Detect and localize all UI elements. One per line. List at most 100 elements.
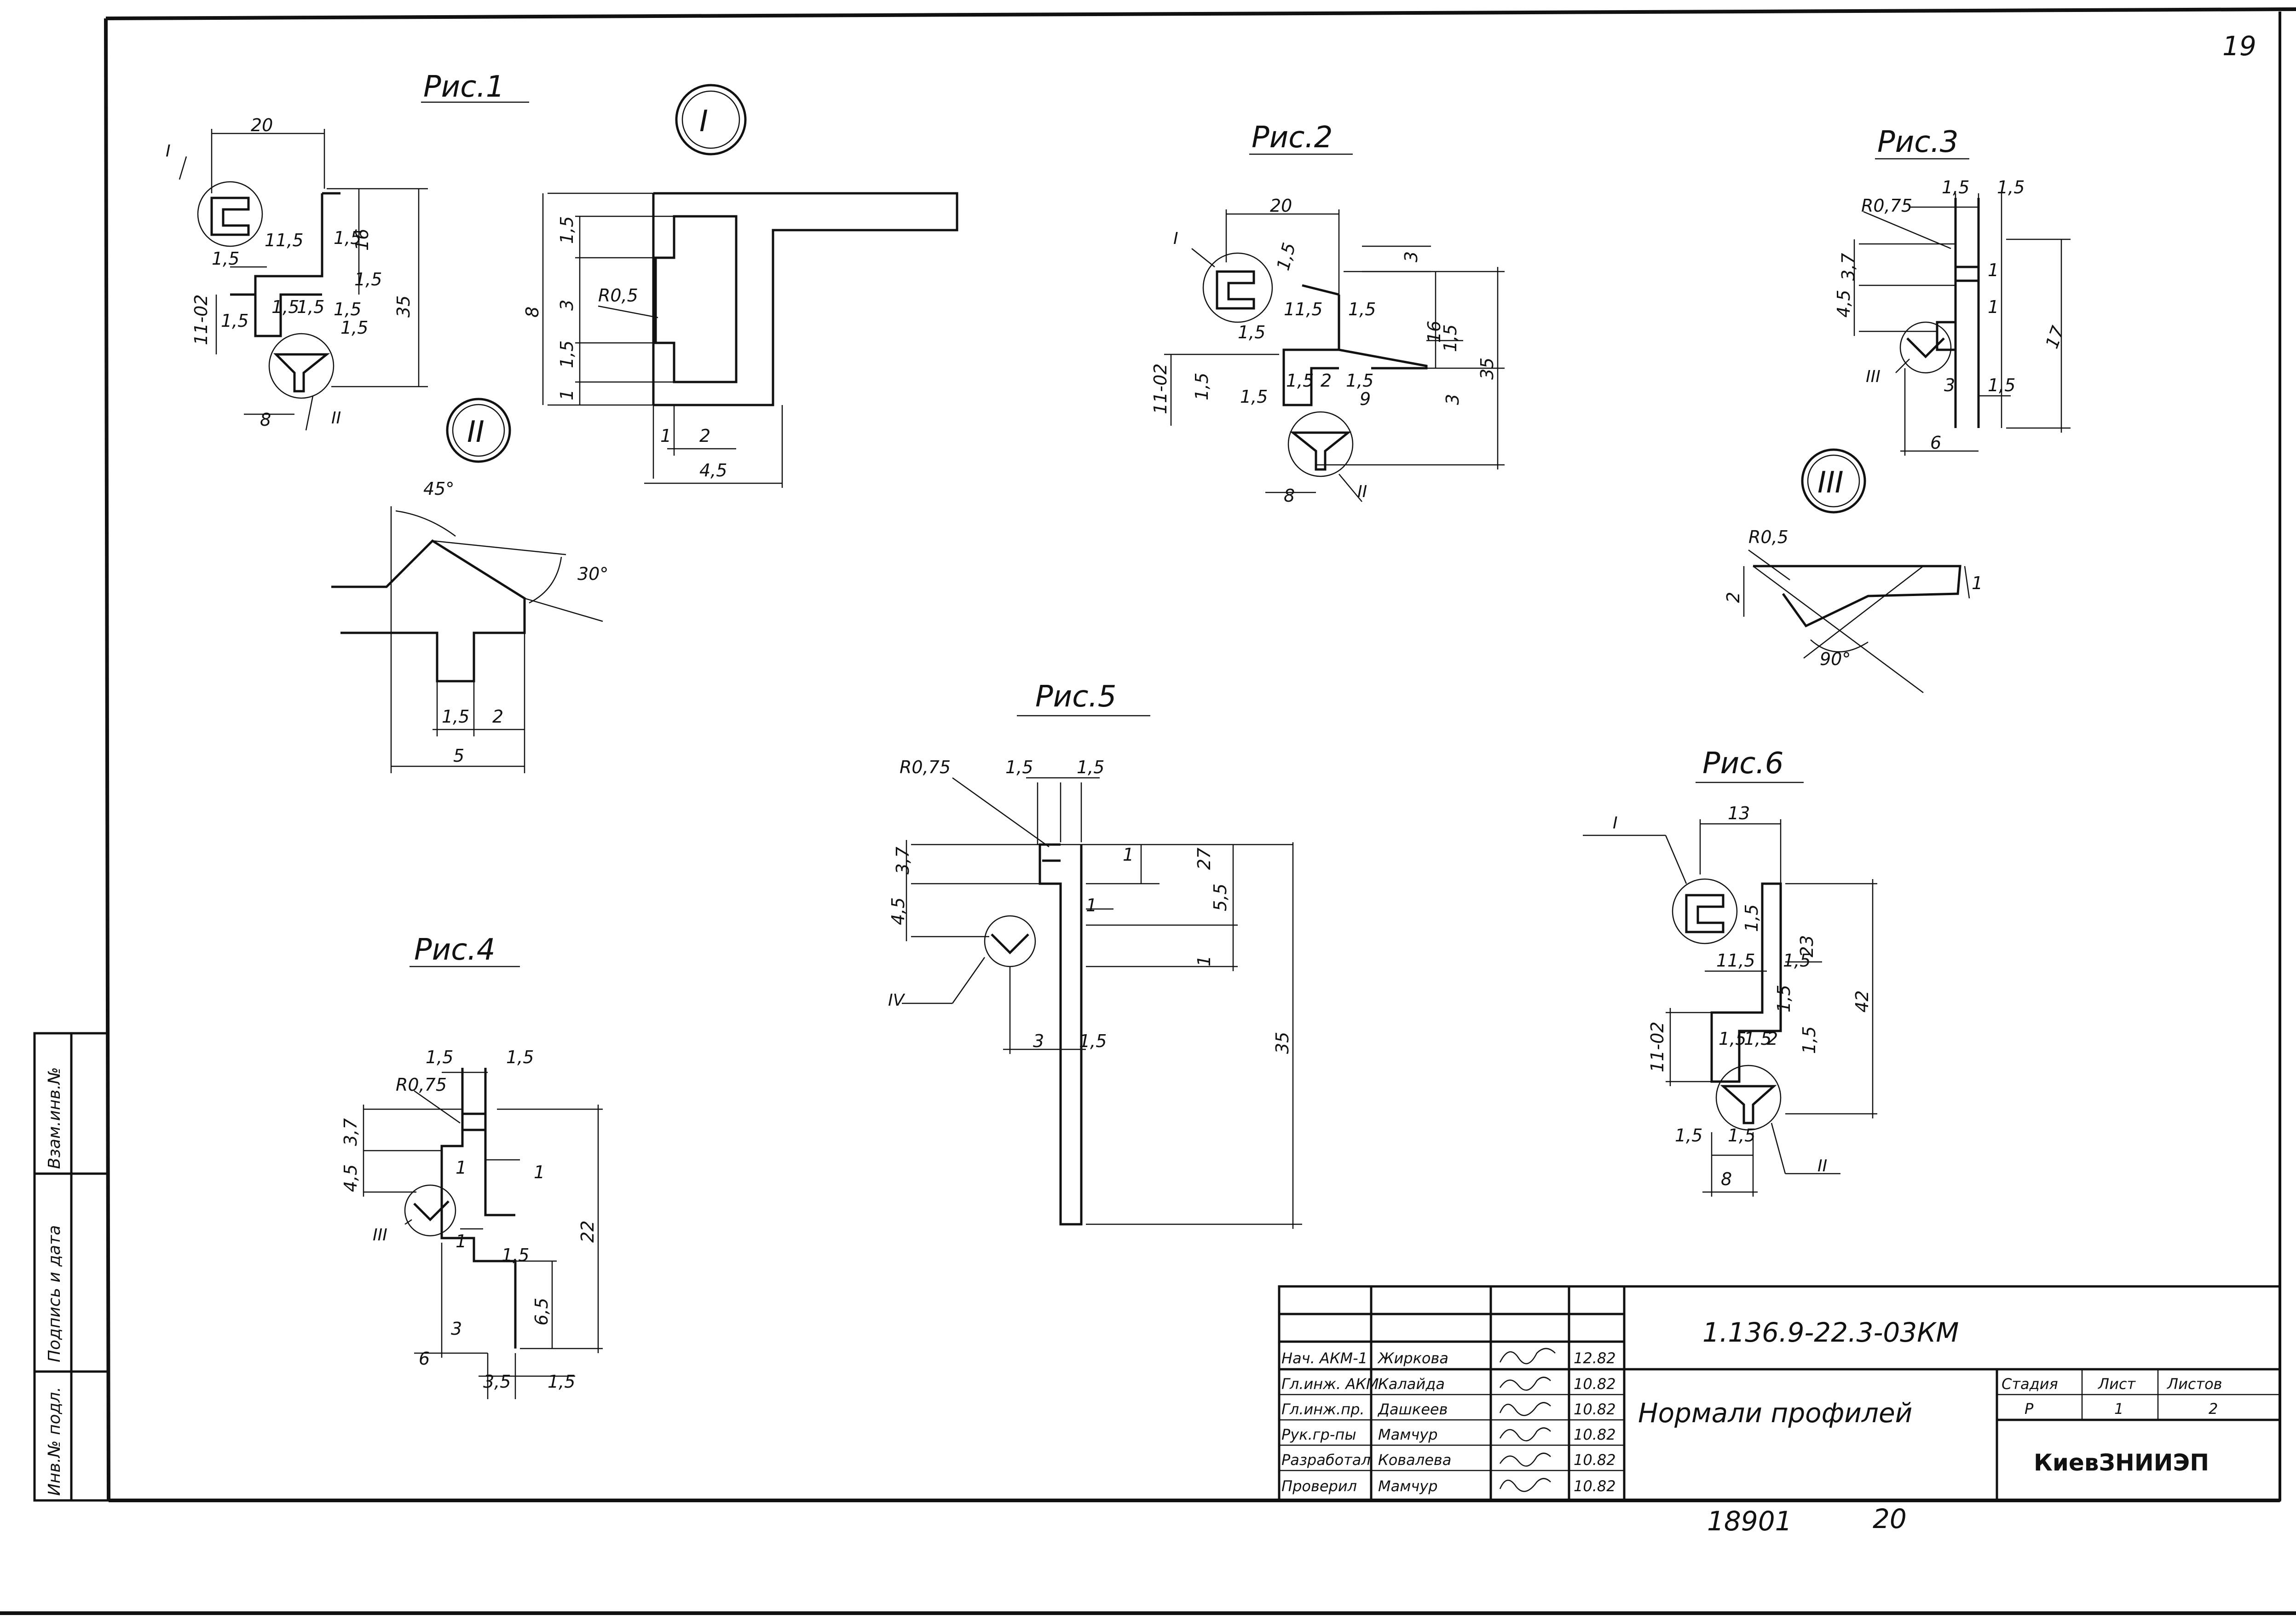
- dimension-label: 1,5: [1079, 1031, 1107, 1051]
- dimension-label: 11-02: [1150, 364, 1171, 414]
- dimension-label: 1: [1988, 260, 1999, 280]
- dimension-label: 1,5: [354, 269, 382, 289]
- figure-6-title: Рис.6: [1702, 747, 1783, 781]
- dimension-label: 3: [1033, 1031, 1044, 1051]
- detail-III: III R0,5 2 1 90°: [1723, 448, 1983, 694]
- dimension-label: 20: [251, 115, 273, 135]
- dimension-label: 3,7: [1838, 253, 1858, 281]
- dimension-label: 11,5: [265, 230, 304, 250]
- dimension-label: 1,5: [1742, 904, 1762, 932]
- person-name: Ковалева: [1378, 1451, 1451, 1469]
- dimension-label: 1: [456, 1158, 467, 1178]
- callout-IV: IV: [888, 991, 906, 1010]
- dimension-label: 1,5: [1675, 1125, 1702, 1146]
- dimension-label: 1,5: [1077, 757, 1104, 777]
- dimension-label: 1,5: [1286, 371, 1314, 391]
- side-stamp-signature-date: Подпись и дата: [45, 1225, 64, 1362]
- figure-1: Рис.1 I II 20 11,5 1,5 1,5 1,5 16 1,5 1,…: [166, 70, 529, 431]
- person-name: Жиркова: [1377, 1349, 1448, 1367]
- sign-date: 10.82: [1574, 1426, 1616, 1443]
- sheet-number: 19: [2222, 30, 2256, 62]
- detail-III-mark: III: [1817, 466, 1844, 500]
- person-name: Мамчур: [1378, 1426, 1438, 1443]
- dimension-label: 2: [492, 706, 503, 727]
- dimension-label: 1: [456, 1231, 467, 1251]
- figure-3: Рис.3 III 1,5 1,5 R0,75 3,7 4,5 1 1 17 3…: [1834, 125, 2071, 456]
- dimension-label: 30°: [577, 564, 608, 584]
- dimension-label: 1,5: [212, 249, 239, 269]
- side-stamp: Взам.инв.№ Подпись и дата Инв.№ подл.: [33, 1032, 110, 1502]
- person-name: Калайда: [1378, 1375, 1445, 1393]
- dimension-label: 1,5: [557, 341, 577, 368]
- dimension-label: 1: [534, 1162, 545, 1182]
- dimension-label: 1,5: [502, 1245, 529, 1265]
- dimension-label: 4,5: [888, 897, 908, 925]
- dimension-label: 3: [1944, 375, 1955, 395]
- dimension-label: 1: [1988, 297, 1999, 317]
- dimension-label: 5,5: [1210, 884, 1230, 911]
- dimension-label: R0,5: [598, 285, 638, 306]
- stage-value: Р: [2025, 1400, 2034, 1418]
- dimension-label: 11-02: [1647, 1022, 1667, 1072]
- figure-5: Рис.5 IV R0,75 1,5 1,5 3,7 4,5 1 27 1: [888, 680, 1302, 1229]
- dimension-label: 1,5: [1273, 241, 1299, 273]
- sheet-frame: 19: [0, 7, 2296, 1615]
- signature: [1499, 1478, 1551, 1492]
- dimension-label: 1,5: [1348, 299, 1376, 319]
- dimension-label: 1,5: [1238, 322, 1265, 342]
- sheet-label: Лист: [2098, 1375, 2136, 1393]
- signature: [1499, 1402, 1551, 1416]
- dimension-label: 1,5: [1799, 1026, 1819, 1054]
- dimension-label: 23: [1797, 935, 1817, 957]
- figure-2-title: Рис.2: [1252, 121, 1333, 155]
- figure-5-title: Рис.5: [1035, 680, 1116, 714]
- dimension-label: 16: [352, 229, 372, 251]
- dimension-label: 90°: [1820, 649, 1851, 669]
- dimension-label: 1,5: [1744, 1029, 1771, 1049]
- side-stamp-original-inv: Инв.№ подл.: [45, 1387, 64, 1496]
- dimension-label: 1,5: [1346, 371, 1373, 391]
- dimension-label: 1,5: [1192, 373, 1212, 400]
- detail-II-mark: II: [467, 415, 485, 449]
- figure-3-title: Рис.3: [1877, 125, 1958, 159]
- callout-II: II: [331, 409, 341, 428]
- callout-I: I: [166, 142, 171, 161]
- dimension-label: 1: [1972, 573, 1983, 593]
- dimension-label: 1,5: [1240, 387, 1268, 407]
- sheets-value: 2: [2209, 1400, 2218, 1418]
- page-number: 20: [1873, 1503, 1907, 1534]
- dimension-label: 1,5: [1988, 375, 2015, 395]
- figure-6: Рис.6 I II 13 1,5 11,5 1,5 23 42 11-02: [1583, 747, 1877, 1197]
- dimension-label: 8: [522, 307, 542, 318]
- dimension-label: 1,5: [1005, 757, 1033, 777]
- role-label: Проверил: [1281, 1477, 1357, 1495]
- dimension-label: 1: [1086, 895, 1097, 915]
- dimension-label: 3,5: [483, 1372, 511, 1392]
- dimension-label: 1,5: [1440, 324, 1460, 352]
- dimension-label: 42: [1852, 990, 1872, 1013]
- figure-1-title: Рис.1: [423, 70, 504, 104]
- dimension-label: 1,5: [548, 1372, 575, 1392]
- dimension-label: 1,5: [1783, 950, 1811, 971]
- sheet-value: 1: [2114, 1400, 2123, 1418]
- role-label: Гл.инж.пр.: [1281, 1401, 1365, 1418]
- dimension-label: R0,5: [1748, 527, 1788, 547]
- dimension-label: 4,5: [1834, 290, 1854, 318]
- dimension-label: 2: [1723, 592, 1743, 603]
- dimension-label: 1,5: [1997, 177, 2025, 197]
- dimension-label: 22: [577, 1221, 598, 1243]
- dimension-label: 1: [660, 426, 671, 446]
- dimension-label: 35: [1477, 358, 1497, 380]
- dimension-label: 1,5: [1719, 1029, 1746, 1049]
- archive-number: 18901: [1707, 1505, 1792, 1537]
- dimension-label: 35: [393, 295, 414, 318]
- dimension-label: 8: [1284, 486, 1295, 506]
- dimension-label: 4,5: [699, 460, 727, 481]
- sign-date: 10.82: [1574, 1401, 1616, 1418]
- dimension-label: 2: [699, 426, 710, 446]
- dimension-label: 20: [1270, 196, 1292, 216]
- dimension-label: 3: [1401, 251, 1421, 262]
- dimension-label: 1,5: [1774, 985, 1794, 1013]
- signature: [1499, 1377, 1551, 1391]
